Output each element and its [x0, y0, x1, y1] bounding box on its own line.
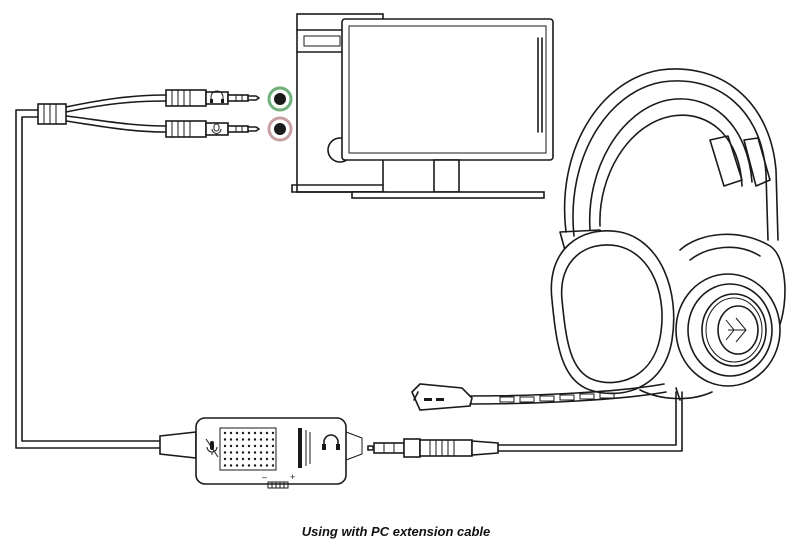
grille-dot	[265, 431, 269, 435]
headset-plug	[367, 391, 683, 458]
mic-mute-icon	[205, 438, 219, 458]
grille-dot	[229, 444, 233, 448]
grille-dot	[235, 457, 239, 461]
speaker-grille	[223, 431, 275, 467]
grille-dot	[247, 444, 251, 448]
grille-dot	[241, 464, 245, 467]
volume-wheel	[267, 481, 289, 489]
grille-dot	[235, 431, 239, 435]
grille-dot	[229, 431, 233, 435]
microphone-symbol-icon	[211, 123, 222, 136]
grille-dot	[241, 451, 245, 454]
grille-dot	[241, 444, 245, 448]
grille-dot	[235, 438, 239, 441]
grille-dot	[223, 431, 227, 435]
grille-dot	[247, 431, 251, 435]
grille-dot	[223, 464, 227, 467]
grille-dot	[265, 464, 269, 467]
grille-dot	[265, 438, 269, 441]
grille-dot	[259, 444, 263, 448]
grille-dot	[247, 464, 251, 467]
grille-dot	[271, 444, 275, 448]
grille-dot	[265, 444, 269, 448]
grille-dot	[247, 438, 251, 441]
grille-dot	[271, 431, 275, 435]
grille-dot	[271, 464, 275, 467]
grille-dot	[241, 431, 245, 435]
grille-dot	[241, 438, 245, 441]
headset	[411, 68, 786, 411]
grille-dot	[271, 438, 275, 441]
grille-dot	[259, 457, 263, 461]
grille-dot	[259, 451, 263, 454]
diagram-caption: Using with PC extension cable	[301, 524, 491, 539]
grille-dot	[259, 464, 263, 467]
grille-dot	[253, 451, 257, 454]
grille-dot	[247, 451, 251, 454]
grille-dot	[265, 457, 269, 461]
grille-dot	[229, 438, 233, 441]
grille-dot	[223, 457, 227, 461]
grille-dot	[223, 444, 227, 448]
grille-dot	[235, 444, 239, 448]
grille-dot	[229, 451, 233, 454]
hyperx-logo	[298, 428, 311, 468]
grille-dot	[229, 464, 233, 467]
monitor	[341, 18, 554, 199]
grille-dot	[253, 444, 257, 448]
grille-dot	[253, 464, 257, 467]
headphone-plug	[165, 89, 260, 107]
volume-minus-label: –	[262, 472, 267, 482]
grille-dot	[223, 438, 227, 441]
microphone-plug	[165, 120, 260, 138]
control-box: – +	[159, 417, 363, 489]
grille-dot	[259, 438, 263, 441]
microphone-jack	[267, 116, 293, 142]
grille-dot	[265, 451, 269, 454]
grille-dot	[253, 431, 257, 435]
grille-dot	[247, 457, 251, 461]
grille-dot	[253, 438, 257, 441]
grille-dot	[229, 457, 233, 461]
hyperx-ear-logo	[725, 317, 747, 343]
grille-dot	[271, 451, 275, 454]
grille-dot	[259, 431, 263, 435]
headphone-symbol-icon	[210, 90, 224, 103]
volume-plus-label: +	[290, 472, 295, 482]
grille-dot	[223, 451, 227, 454]
grille-dot	[241, 457, 245, 461]
grille-dot	[253, 457, 257, 461]
headphone-jack	[267, 86, 293, 112]
headphone-icon	[322, 434, 340, 450]
grille-dot	[235, 464, 239, 467]
grille-dot	[271, 457, 275, 461]
grille-dot	[235, 451, 239, 454]
splitter-cable	[15, 94, 167, 449]
